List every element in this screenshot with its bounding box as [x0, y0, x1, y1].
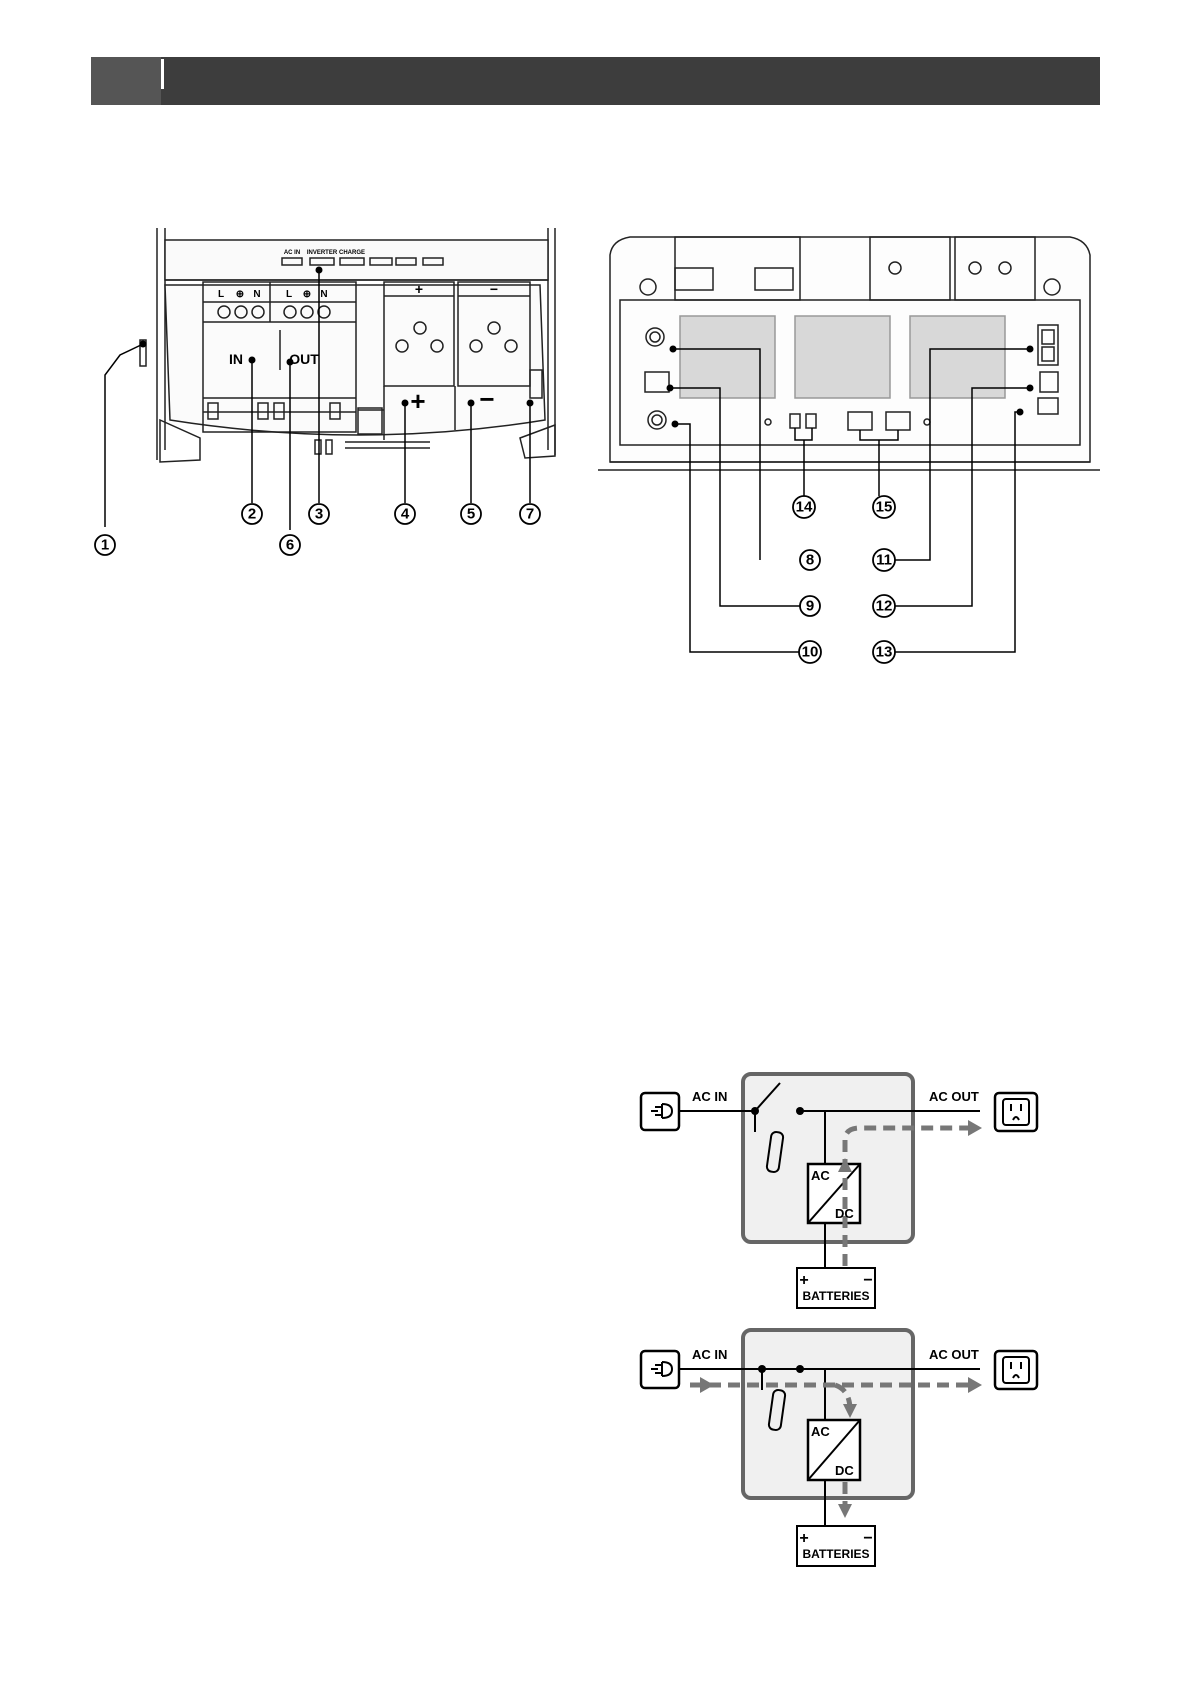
- callout-3: 3: [315, 506, 323, 523]
- rear-panel-figure: [598, 237, 1100, 470]
- indicator-label-charge: CHARGE: [339, 250, 365, 256]
- plug-icon: [641, 1351, 679, 1388]
- callout-14: 14: [796, 499, 813, 516]
- callout-12: 12: [876, 598, 893, 615]
- terminal-label-l-in: L: [218, 289, 224, 300]
- callout-5: 5: [467, 506, 475, 523]
- vent-center: [795, 316, 890, 398]
- callout-7: 7: [526, 506, 534, 523]
- vent-right: [910, 316, 1005, 398]
- callout-11: 11: [876, 552, 892, 569]
- flow2-dc: DC: [835, 1463, 854, 1478]
- callout-4: 4: [401, 506, 410, 523]
- flow1-battery-plus: +: [799, 1272, 808, 1289]
- terminal-label-l-out: L: [286, 289, 292, 300]
- flow2-ac: AC: [811, 1424, 830, 1439]
- flow2-battery-plus: +: [799, 1530, 808, 1547]
- flow1-ac-in: AC IN: [692, 1089, 727, 1104]
- flow-diagram-inverter: [641, 1074, 1037, 1308]
- terminal-label-n-in: N: [253, 289, 260, 300]
- flow2-batteries: BATTERIES: [802, 1547, 869, 1561]
- callout-8: 8: [806, 552, 814, 569]
- ac-out-label: OUT: [289, 351, 319, 367]
- ac-in-label: IN: [229, 351, 243, 367]
- flow1-ac: AC: [811, 1168, 830, 1183]
- callout-2: 2: [248, 506, 256, 523]
- flow2-ac-in: AC IN: [692, 1347, 727, 1362]
- indicator-label-inverter: INVERTER: [307, 250, 338, 256]
- callout-6: 6: [286, 537, 294, 554]
- callout-13: 13: [876, 644, 893, 661]
- flow1-batteries: BATTERIES: [802, 1289, 869, 1303]
- flow2-ac-out: AC OUT: [929, 1347, 979, 1362]
- terminal-label-ground-in: ⊕: [236, 289, 244, 300]
- callout-10: 10: [802, 644, 819, 661]
- indicator-label-ac-in: AC IN: [284, 250, 300, 256]
- dc-minus-big: −: [479, 384, 494, 414]
- flow-diagram-charger: [641, 1330, 1037, 1566]
- terminal-label-ground-out: ⊕: [303, 289, 311, 300]
- dc-plus-top: +: [415, 281, 423, 297]
- dc-plus-big: +: [410, 386, 425, 416]
- flow2-battery-minus: −: [863, 1530, 872, 1547]
- callout-9: 9: [806, 598, 814, 615]
- callout-1: 1: [101, 537, 109, 554]
- indicator-strip: [165, 240, 548, 280]
- callout-15: 15: [876, 499, 893, 516]
- flow1-ac-out: AC OUT: [929, 1089, 979, 1104]
- plug-icon: [641, 1093, 679, 1130]
- terminal-label-n-out: N: [320, 289, 327, 300]
- flow1-battery-minus: −: [863, 1272, 872, 1289]
- flow1-dc: DC: [835, 1206, 854, 1221]
- dc-minus-top: −: [490, 281, 498, 297]
